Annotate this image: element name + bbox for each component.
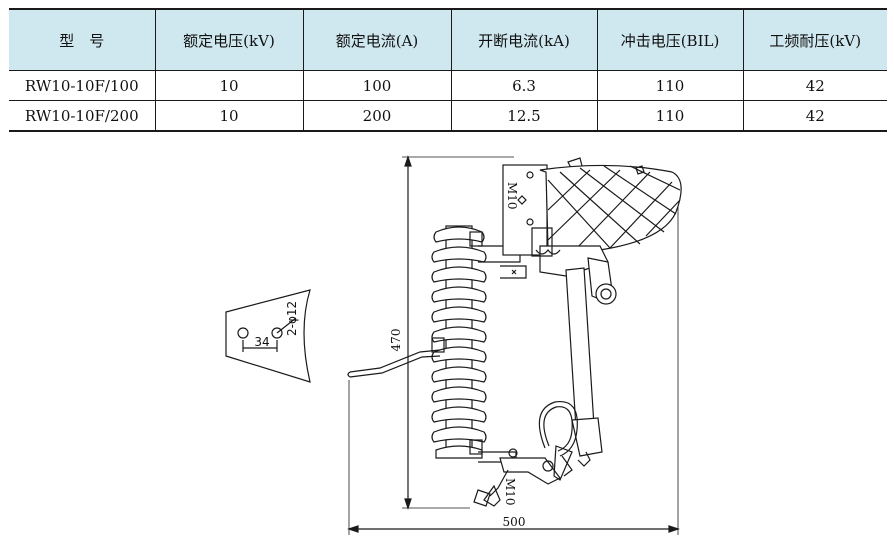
cell-rated-voltage: 10 <box>155 70 304 101</box>
cell-impulse-voltage: 110 <box>597 100 744 132</box>
bottom-bolt-label: M10 <box>503 478 517 506</box>
cell-power-frequency-voltage: 42 <box>743 100 887 132</box>
height-dimension <box>402 155 514 510</box>
mounting-hole-icon <box>237 327 249 339</box>
table-header-row: 型 号 额定电压(kV) 额定电流(A) 开断电流(kA) 冲击电压(BIL) … <box>9 8 887 71</box>
cell-model: RW10-10F/100 <box>9 70 156 101</box>
cell-breaking-current: 12.5 <box>451 100 598 132</box>
cell-rated-current: 100 <box>303 70 452 101</box>
cell-power-frequency-voltage: 42 <box>743 70 887 101</box>
cell-breaking-current: 6.3 <box>451 70 598 101</box>
mounting-rod <box>347 349 441 378</box>
height-dimension-label: 470 <box>389 329 403 352</box>
width-dimension-label: 500 <box>503 515 526 529</box>
cell-impulse-voltage: 110 <box>597 70 744 101</box>
mounting-hole-icon <box>271 327 283 339</box>
top-bolt-label: M10 <box>505 182 519 210</box>
header-breaking-current: 开断电流(kA) <box>451 8 598 71</box>
fuse-cutout-drawing: 470 500 M10 M10 2-φ12 34 <box>225 155 682 535</box>
spec-table: 型 号 额定电压(kV) 额定电流(A) 开断电流(kA) 冲击电压(BIL) … <box>9 8 887 132</box>
upper-contact-assembly <box>478 157 682 305</box>
mounting-plate-detail <box>225 289 311 383</box>
cell-rated-current: 200 <box>303 100 452 132</box>
header-rated-voltage: 额定电压(kV) <box>155 8 304 71</box>
table-row: RW10-10F/100 10 100 6.3 110 42 <box>9 70 887 101</box>
hole-spec-label: 2-φ12 <box>285 301 299 336</box>
header-model: 型 号 <box>9 8 156 71</box>
header-impulse-voltage: 冲击电压(BIL) <box>597 8 744 71</box>
table-row: RW10-10F/200 10 200 12.5 110 42 <box>9 100 887 132</box>
porcelain-insulator <box>431 225 487 459</box>
header-power-frequency-voltage: 工频耐压(kV) <box>743 8 887 71</box>
cell-rated-voltage: 10 <box>155 100 304 132</box>
cell-model: RW10-10F/200 <box>9 100 156 132</box>
lower-contact-assembly <box>473 400 578 507</box>
hole-spacing-label: 34 <box>254 335 269 349</box>
header-rated-current: 额定电流(A) <box>303 8 452 71</box>
width-dimension <box>347 200 680 535</box>
fuse-tube <box>565 267 603 467</box>
